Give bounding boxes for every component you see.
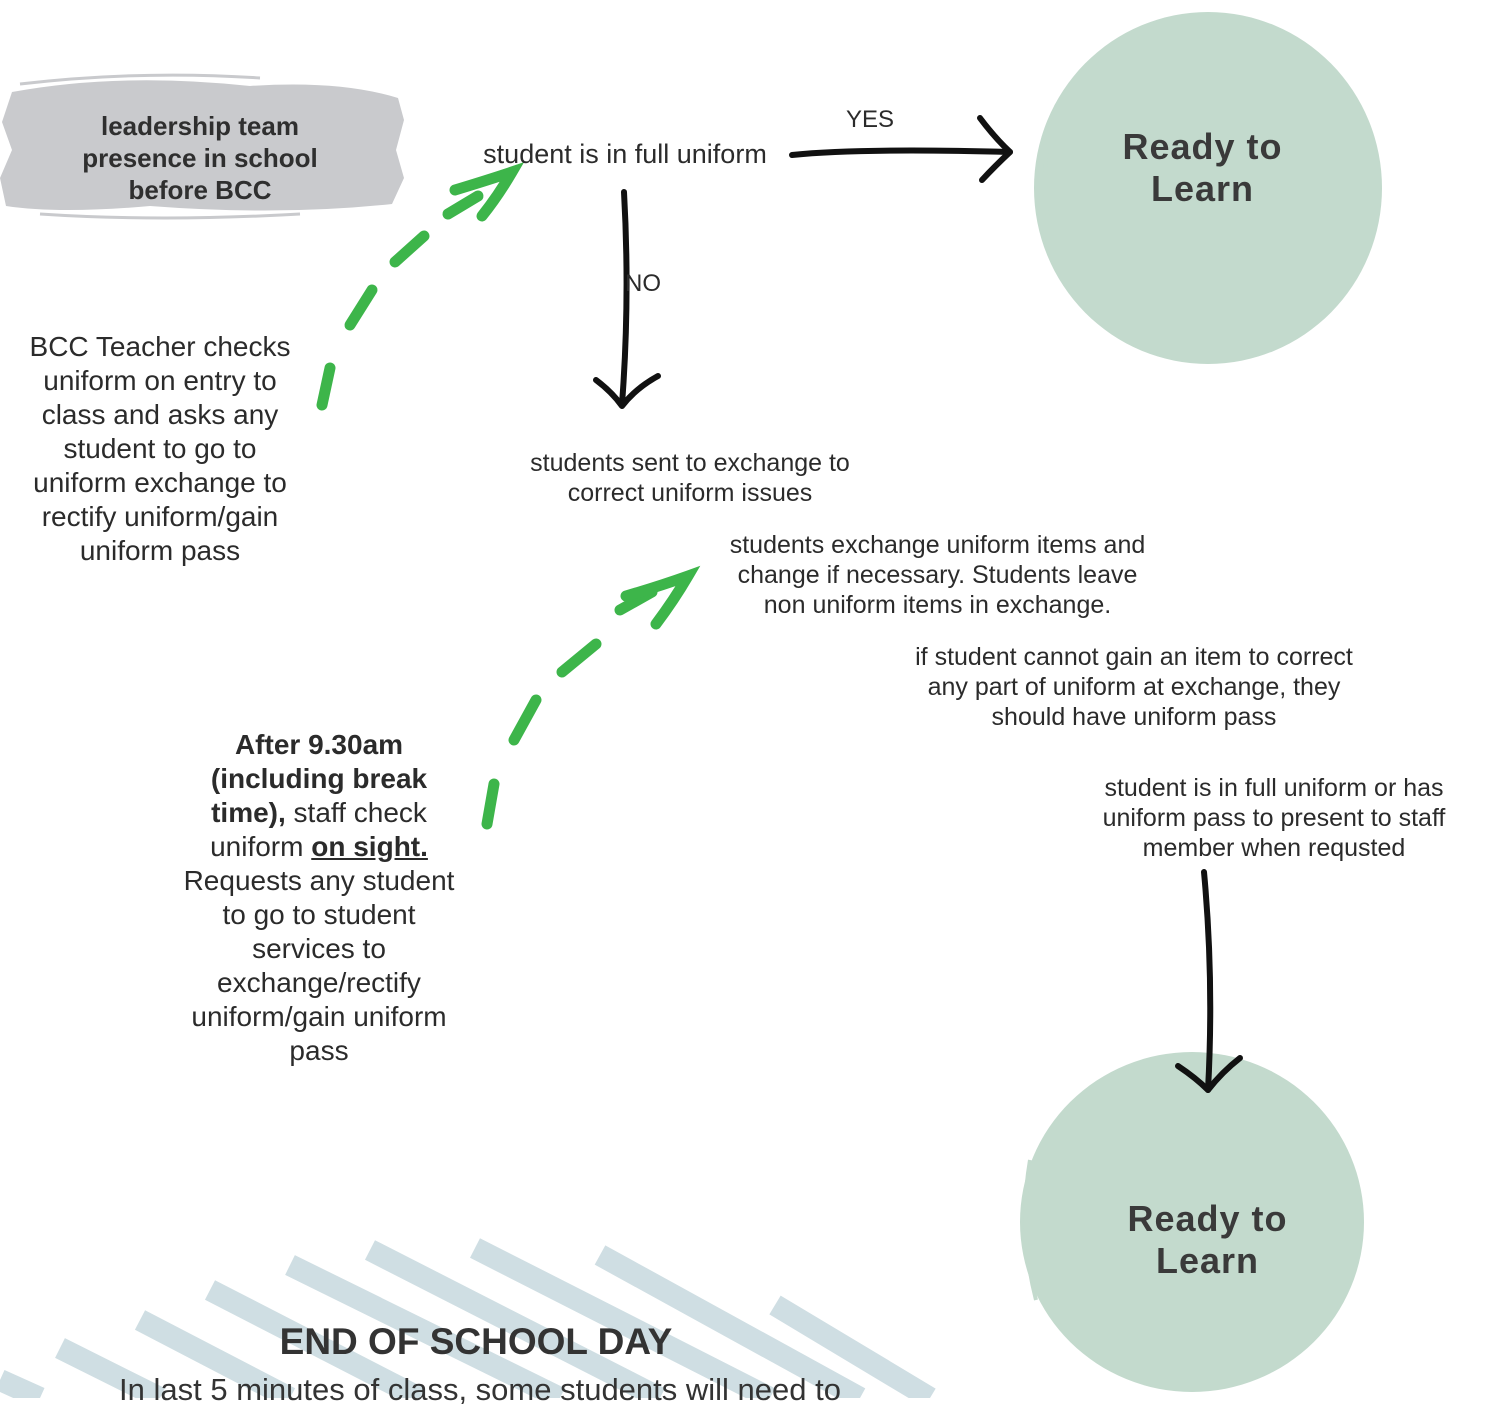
- cannot-gain-item-text: if student cannot gain an item to correc…: [870, 642, 1398, 732]
- leadership-line-3: before BCC: [128, 175, 272, 205]
- bcc-line: BCC Teacher checks: [29, 331, 291, 362]
- after-line: exchange/rectify: [217, 967, 421, 998]
- cannot-line-2: any part of uniform at exchange, they: [927, 673, 1341, 701]
- ready-bottom-line-2: Learn: [1155, 1240, 1260, 1281]
- after-line: Requests any student: [183, 865, 455, 896]
- bcc-line: student to go to: [63, 433, 257, 464]
- green-dashed-arrow-top: [316, 162, 525, 411]
- uniform-text: uniform: [210, 831, 312, 862]
- bcc-line: class and asks any: [41, 399, 279, 430]
- including-break-text: (including break: [210, 763, 428, 794]
- pass-line-1: student is in full uniform or has: [1104, 774, 1444, 802]
- bcc-teacher-text: BCC Teacher checks uniform on entry to c…: [0, 330, 320, 568]
- ready-to-learn-top: Ready to Learn: [1060, 126, 1345, 210]
- bcc-line: uniform exchange to: [33, 467, 287, 498]
- after-line: pass: [289, 1035, 349, 1066]
- exchange-line-3: non uniform items in exchange.: [763, 591, 1112, 619]
- gray-brush-box: [0, 73, 404, 220]
- bcc-line: rectify uniform/gain: [41, 501, 279, 532]
- ready-top-line-1: Ready to: [1122, 126, 1283, 167]
- pass-line-3: member when requsted: [1142, 834, 1406, 862]
- full-uniform-question: student is in full uniform: [483, 139, 767, 169]
- yes-arrow: [789, 115, 1013, 183]
- exchange-items-text: students exchange uniform items and chan…: [690, 530, 1185, 620]
- full-uniform-or-pass-text: student is in full uniform or has unifor…: [1066, 773, 1482, 863]
- cannot-line-3: should have uniform pass: [991, 703, 1277, 731]
- end-of-school-day-description: In last 5 minutes of class, some student…: [119, 1372, 841, 1407]
- bcc-line: uniform on entry to: [43, 365, 277, 396]
- no-label: NO: [625, 270, 661, 297]
- time-text: time),: [211, 797, 286, 828]
- after-line: to go to student: [222, 899, 416, 930]
- exchange-line-1: students exchange uniform items and: [729, 531, 1146, 559]
- sent-line-2: correct uniform issues: [567, 479, 813, 507]
- exchange-line-2: change if necessary. Students leave: [737, 561, 1138, 589]
- green-dashed-arrow-bottom: [481, 565, 701, 830]
- leadership-line-2: presence in school: [82, 143, 318, 173]
- after-line: uniform/gain uniform: [191, 1001, 447, 1032]
- staff-check-text: staff check: [285, 797, 427, 828]
- bcc-line: uniform pass: [79, 535, 241, 566]
- sent-to-exchange-text: students sent to exchange to correct uni…: [490, 448, 890, 508]
- cannot-line-1: if student cannot gain an item to correc…: [915, 643, 1353, 671]
- ready-to-learn-bottom: Ready to Learn: [1065, 1198, 1350, 1282]
- ready-circle-bottom: [1020, 1052, 1364, 1392]
- ready-bottom-line-1: Ready to: [1127, 1198, 1288, 1239]
- after-930-heading: After 9.30am: [234, 729, 404, 760]
- sent-line-1: students sent to exchange to: [530, 449, 850, 477]
- down-arrow-right: [1175, 869, 1243, 1093]
- on-sight-text: on sight.: [311, 831, 428, 862]
- diagonal-stripes-decoration: [0, 1238, 936, 1398]
- end-of-school-day-title: END OF SCHOOL DAY: [279, 1321, 673, 1362]
- leadership-box-label: leadership team presence in school befor…: [40, 110, 360, 206]
- no-arrow: [593, 189, 661, 409]
- leadership-line-1: leadership team: [101, 111, 299, 141]
- after-line: services to: [252, 933, 386, 964]
- pass-line-2: uniform pass to present to staff: [1102, 804, 1446, 832]
- after-930-text: After 9.30am (including break time), sta…: [160, 728, 478, 1068]
- ready-circle-top: [1034, 12, 1382, 364]
- yes-label: YES: [845, 106, 895, 133]
- ready-top-line-2: Learn: [1150, 168, 1255, 209]
